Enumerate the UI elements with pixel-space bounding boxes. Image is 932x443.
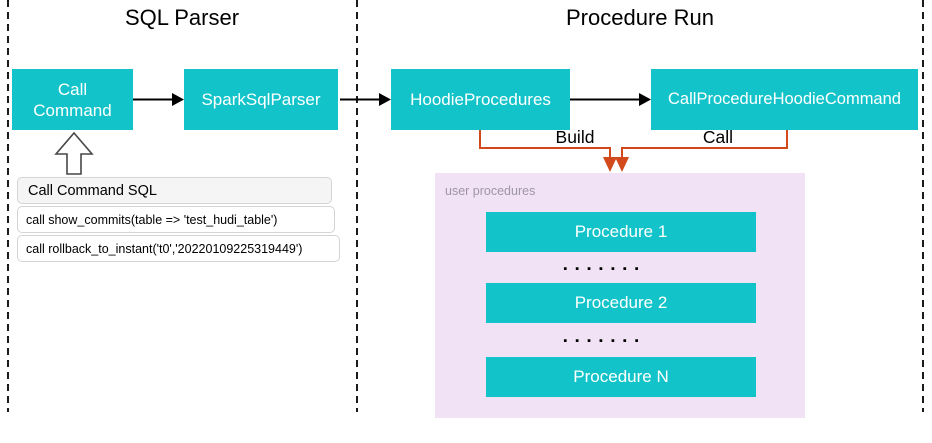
call-edge-label: Call xyxy=(702,127,734,147)
ellipsis-dots: ▪▪▪▪▪▪▪ xyxy=(563,263,647,275)
section-divider-middle xyxy=(356,0,358,412)
sql-statement-row: call rollback_to_instant('t0','202201092… xyxy=(17,235,340,262)
sql-statement-rollback: call rollback_to_instant('t0','202201092… xyxy=(26,241,303,256)
node-hoodie-procedures-label: HoodieProcedures xyxy=(410,90,551,109)
node-spark-sql-parser-label: SparkSqlParser xyxy=(201,90,321,109)
ellipsis-dots: ▪▪▪▪▪▪▪ xyxy=(563,335,647,347)
procedure-1-label: Procedure 1 xyxy=(574,222,668,241)
node-call-command-label: Call Command xyxy=(33,79,112,120)
node-call-procedure-hoodie-command: CallProcedureHoodieCommand xyxy=(651,69,918,130)
sql-panel-header: Call Command SQL xyxy=(17,177,332,204)
flow-arrow-hoodie-procedures-to-command xyxy=(570,93,651,106)
node-call-procedure-hoodie-command-label: CallProcedureHoodieCommand xyxy=(668,90,901,108)
sql-panel-header-label: Call Command SQL xyxy=(28,182,157,199)
procedure-n-label: Procedure N xyxy=(573,367,669,386)
flow-arrow-parser-to-hoodie-procedures xyxy=(340,93,391,106)
node-hoodie-procedures: HoodieProcedures xyxy=(391,69,570,130)
node-call-command: Call Command xyxy=(12,69,133,130)
section-divider-right xyxy=(922,0,924,412)
procedure-1-box: Procedure 1 xyxy=(486,212,756,252)
up-block-arrow xyxy=(54,131,94,175)
node-spark-sql-parser: SparkSqlParser xyxy=(184,69,338,130)
sql-parser-section-title: SQL Parser xyxy=(124,5,240,30)
flow-arrow-call-command-to-parser xyxy=(133,93,184,106)
procedure-run-section-title: Procedure Run xyxy=(566,5,714,30)
sql-statement-row: call show_commits(table => 'test_hudi_ta… xyxy=(17,206,335,233)
user-procedures-panel-label: user procedures xyxy=(445,184,536,198)
procedure-n-box: Procedure N xyxy=(486,357,756,397)
procedure-2-box: Procedure 2 xyxy=(486,283,756,323)
section-divider-left xyxy=(7,0,9,412)
sql-statement-show-commits: call show_commits(table => 'test_hudi_ta… xyxy=(26,212,278,227)
procedure-2-label: Procedure 2 xyxy=(574,293,668,312)
build-edge-label: Build xyxy=(555,127,595,147)
user-procedures-panel: user procedures Procedure 1 ▪▪▪▪▪▪▪ Proc… xyxy=(435,173,805,418)
